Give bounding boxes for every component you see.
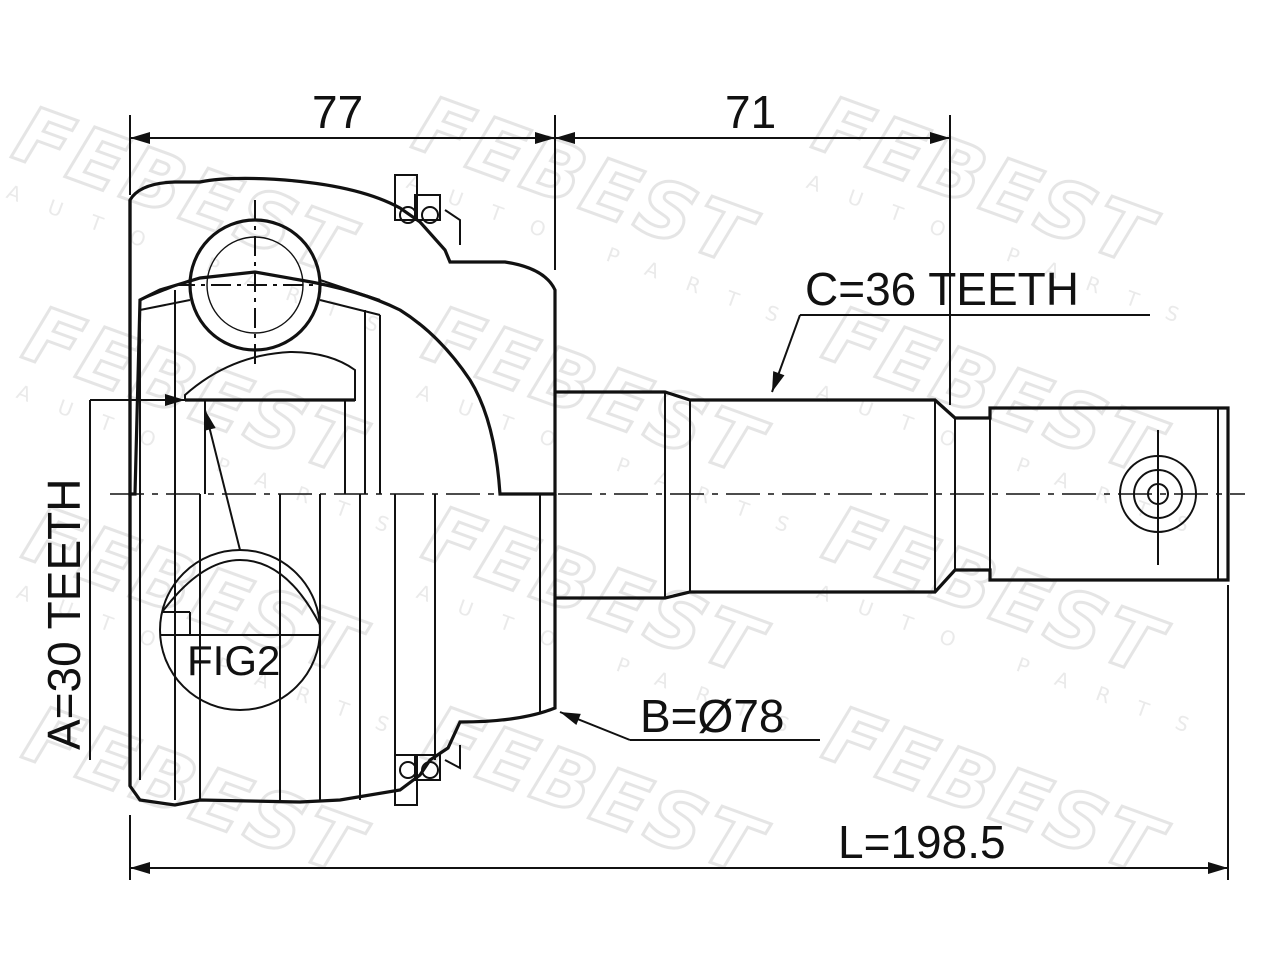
- inner-teeth-callout: A=30 TEETH: [38, 394, 185, 760]
- cv-housing: [128, 176, 557, 807]
- diameter-label: B=Ø78: [640, 690, 785, 742]
- dimension-77-label: 77: [312, 86, 363, 138]
- diameter-callout: B=Ø78: [559, 690, 820, 742]
- inner-teeth-label: A=30 TEETH: [38, 479, 90, 750]
- dimension-shaft-length: 71: [555, 86, 951, 405]
- dimension-71-label: 71: [725, 86, 776, 138]
- fig2-label: FIG2: [187, 637, 280, 684]
- boot-clamp-top: [394, 174, 461, 245]
- dimension-total-length: L=198.5: [129, 585, 1229, 880]
- boot-clamp-bottom: [394, 745, 461, 806]
- outer-teeth-label: C=36 TEETH: [805, 263, 1079, 315]
- spline-shaft: [555, 390, 1230, 600]
- fig2-detail: FIG2: [159, 409, 321, 711]
- outer-teeth-callout: C=36 TEETH: [771, 263, 1150, 393]
- dimension-housing-length: 77: [129, 86, 556, 270]
- total-length-label: L=198.5: [838, 816, 1006, 868]
- watermark-layer: FEBEST AUTO PARTS FEBEST AUTO PARTS FEBE…: [1, 78, 1220, 897]
